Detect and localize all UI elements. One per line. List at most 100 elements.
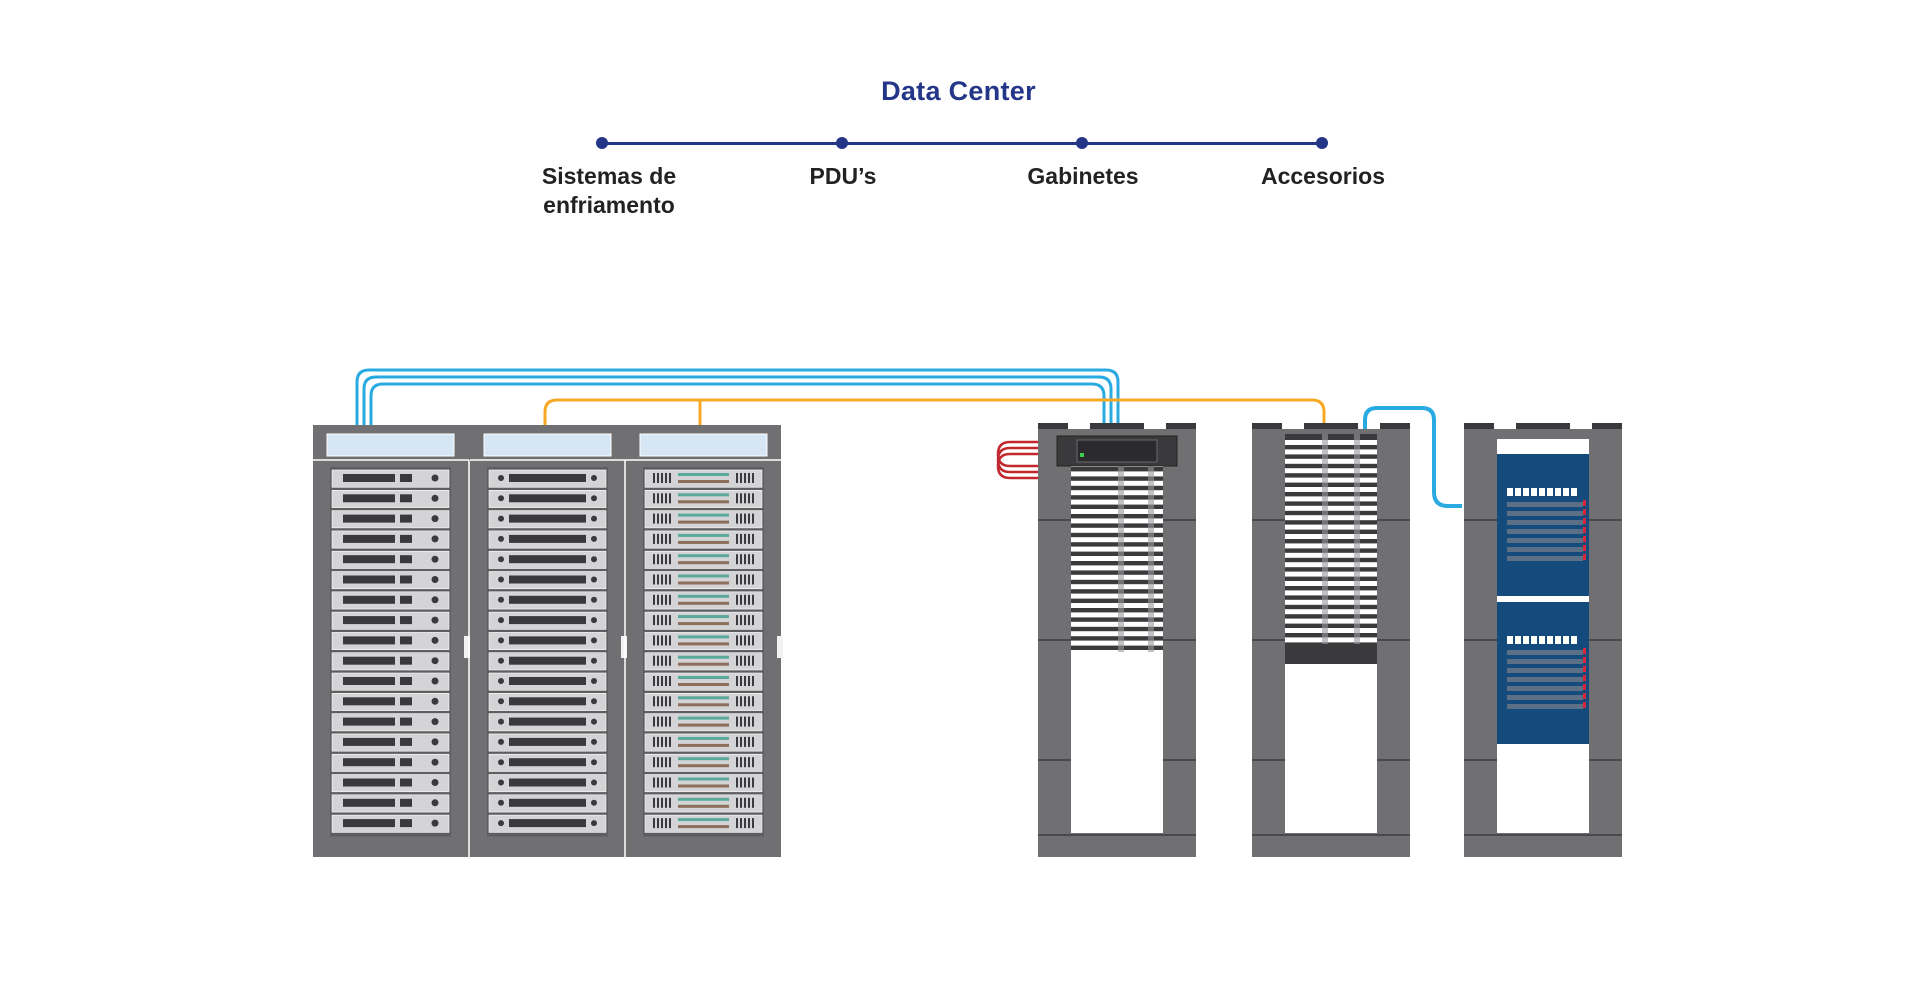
vent	[748, 574, 750, 585]
drive-slot	[400, 534, 412, 543]
drive-slot	[343, 555, 395, 564]
vent	[657, 493, 659, 504]
storage-bar	[678, 615, 729, 619]
pdu-status-led	[1080, 453, 1084, 457]
vent	[748, 493, 750, 504]
screw	[591, 759, 597, 766]
timeline-label-accessories: Accesorios	[1260, 163, 1385, 189]
shelf-slat	[1285, 590, 1377, 596]
vent	[665, 574, 667, 585]
vent	[752, 818, 754, 829]
vent	[740, 554, 742, 565]
vent	[653, 818, 655, 829]
drive-slot	[400, 616, 412, 625]
blue-data-cable	[369, 382, 1106, 428]
vent	[653, 777, 655, 788]
patch-port	[1563, 488, 1569, 496]
vent	[748, 696, 750, 707]
drive-slot	[400, 474, 412, 482]
storage-bar	[678, 493, 729, 497]
patch-port	[1515, 488, 1521, 496]
cabinet-handle	[621, 636, 627, 658]
drive-slot	[343, 697, 395, 706]
drive-slot	[400, 656, 412, 665]
patch-red-tag	[1583, 554, 1586, 560]
vent	[665, 716, 667, 727]
vent	[744, 615, 746, 626]
vent	[740, 757, 742, 768]
patch-red-tag	[1583, 648, 1586, 654]
patch-red-tag	[1583, 666, 1586, 672]
vent	[661, 594, 663, 605]
patch-cable-row	[1507, 668, 1583, 673]
vent	[736, 513, 738, 524]
shelf-slat	[1071, 499, 1163, 505]
drive-slot	[400, 636, 412, 645]
drive-slot	[343, 534, 395, 543]
screw	[591, 576, 597, 583]
shelf-slat	[1285, 524, 1377, 530]
storage-bar	[678, 622, 729, 626]
storage-bar	[678, 561, 729, 565]
timeline-dot	[596, 137, 608, 149]
vent	[740, 696, 742, 707]
vent	[752, 615, 754, 626]
vent	[669, 635, 671, 646]
vent	[748, 655, 750, 666]
vent	[748, 615, 750, 626]
storage-bar	[678, 723, 729, 727]
patch-red-tag	[1583, 536, 1586, 542]
screw	[498, 759, 504, 766]
vent	[740, 594, 742, 605]
screw	[498, 799, 504, 806]
shelf-slat	[1285, 543, 1377, 549]
shelf-slat	[1071, 490, 1163, 496]
vent	[669, 513, 671, 524]
vent	[661, 757, 663, 768]
storage-bar	[678, 676, 729, 679]
patch-divider	[1497, 596, 1589, 602]
drive-slot	[400, 677, 412, 685]
server-unit	[331, 774, 450, 793]
vent	[661, 473, 663, 483]
shelf-slat	[1071, 518, 1163, 524]
vent	[744, 493, 746, 504]
screw	[498, 576, 504, 583]
storage-bar	[678, 784, 729, 788]
vent	[736, 655, 738, 666]
vent	[669, 818, 671, 829]
patch-port	[1563, 636, 1569, 644]
screw	[498, 738, 504, 745]
patch-panel	[1497, 454, 1589, 596]
drive-slot	[400, 514, 412, 523]
cabinet-top-panel	[326, 433, 455, 457]
shelf-slat	[1285, 515, 1377, 521]
patch-cable-row	[1507, 686, 1583, 691]
power-led	[431, 758, 439, 766]
rack-post	[1464, 429, 1497, 857]
vent	[744, 818, 746, 829]
drive-slot	[343, 798, 395, 807]
vent	[653, 533, 655, 544]
server-unit	[331, 530, 450, 549]
shelf-slat	[1071, 509, 1163, 514]
screw	[591, 556, 597, 563]
vent	[744, 513, 746, 524]
vent	[736, 716, 738, 727]
server-unit	[644, 733, 763, 752]
rack-cap	[1038, 423, 1068, 429]
vent	[740, 818, 742, 829]
storage-bar	[678, 642, 729, 646]
server-unit	[331, 611, 450, 630]
storage-bar	[678, 683, 729, 686]
shelf-slat	[1285, 599, 1377, 605]
power-led	[431, 718, 439, 726]
power-led	[431, 738, 439, 746]
server-unit	[488, 469, 607, 488]
blue-data-cable	[362, 375, 1113, 428]
vent	[657, 696, 659, 707]
shelf-slat	[1285, 477, 1377, 483]
shelf-slat	[1071, 593, 1163, 599]
patch-cable-row	[1507, 659, 1583, 664]
vent	[657, 554, 659, 565]
